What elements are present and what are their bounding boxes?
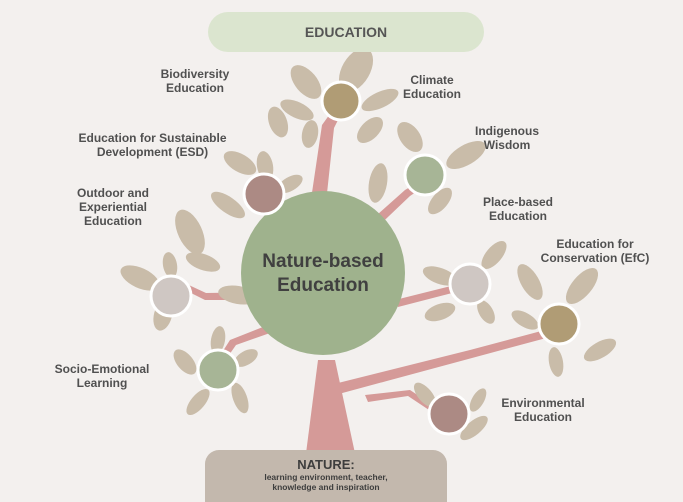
node-esd <box>242 172 286 216</box>
nature-subtitle: learning environment, teacher, knowledge… <box>264 472 388 492</box>
node-outdoor <box>149 274 193 318</box>
education-banner: EDUCATION <box>208 12 484 52</box>
tree-leaves <box>120 48 617 441</box>
node-indigenous <box>403 153 447 197</box>
node-environmental <box>427 392 471 436</box>
label-conservation: Education for Conservation (EfC) <box>540 237 650 265</box>
label-climate: Climate Education <box>402 73 461 101</box>
node-conservation <box>537 302 581 346</box>
label-indigenous: Indigenous Wisdom <box>475 124 539 152</box>
center-label: Nature-based Education <box>262 251 384 296</box>
label-outdoor: Outdoor and Experiential Education <box>77 186 149 228</box>
nature-title: NATURE: <box>297 457 355 472</box>
nature-ground-box: NATURE: learning environment, teacher, k… <box>205 450 447 502</box>
center-circle <box>241 191 405 355</box>
label-esd: Education for Sustainable Development (E… <box>78 131 227 159</box>
label-biodiversity: Biodiversity Education <box>160 67 230 95</box>
node-socio-emotional <box>196 348 240 392</box>
node-place-based <box>448 262 492 306</box>
label-place-based: Place-based Education <box>482 195 554 223</box>
label-socio-emotional: Socio-Emotional Learning <box>54 362 150 390</box>
node-biodiversity-climate <box>320 80 362 122</box>
label-environmental: Environmental Education <box>501 396 585 424</box>
branch-nodes <box>149 80 581 436</box>
